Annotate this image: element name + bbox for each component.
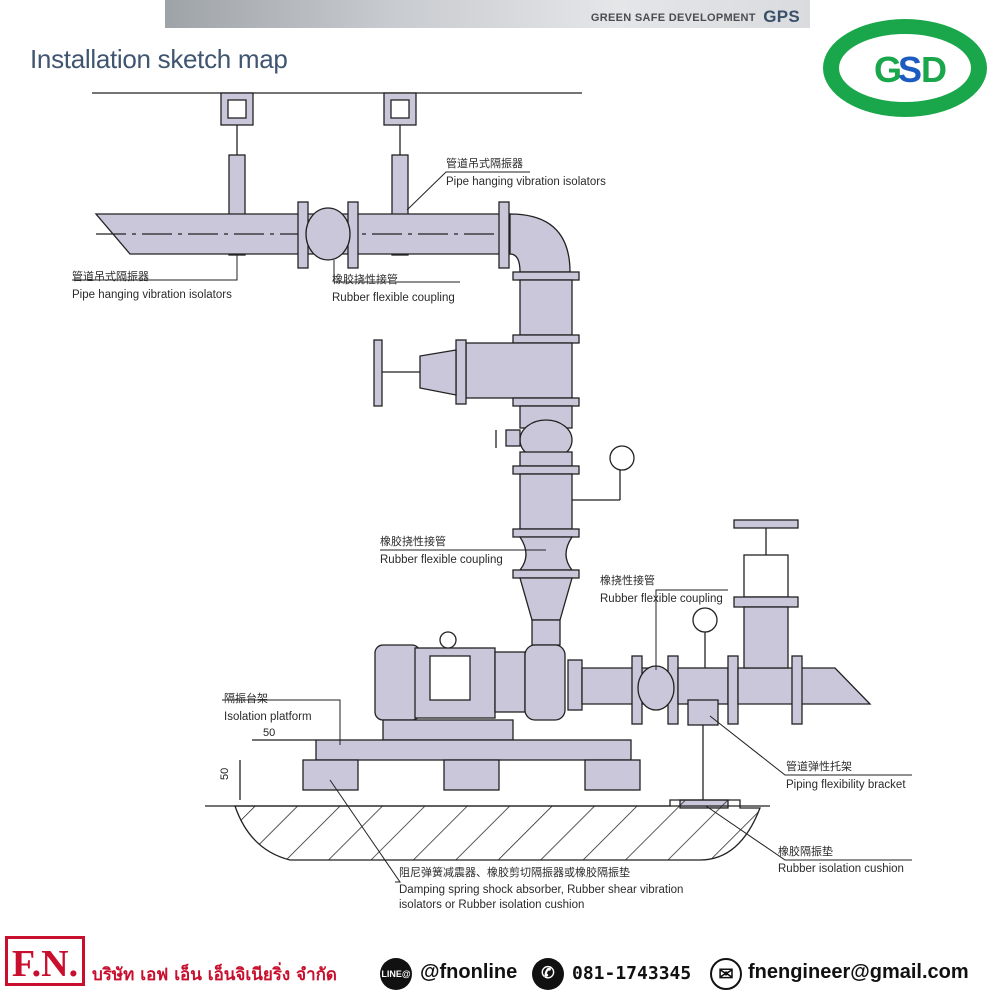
pressure-gauge-right [692, 607, 718, 633]
label-damper-en-2: isolators or Rubber isolation cushion [399, 899, 585, 911]
dim-vertical-label: 50 [219, 768, 231, 780]
label-coupling-mid-zh: 橡胶挠性接管 [380, 535, 446, 548]
gate-valve-body [465, 342, 573, 399]
email-icon: ✉ [710, 958, 742, 990]
email-address[interactable]: fnengineer@gmail.com [748, 961, 969, 983]
dim-horizontal-label: 50 [263, 727, 275, 739]
label-hanger-left-en: Pipe hanging vibration isolators [72, 289, 232, 301]
label-coupling-mid-en: Rubber flexible coupling [380, 554, 503, 566]
label-hanger-left-zh: 管道吊式隔振器 [72, 270, 149, 283]
logo-letter-s: S [898, 49, 922, 90]
label-damper-zh: 阻尼弹簧减震器、橡胶剪切隔振器或橡胶隔振垫 [399, 866, 630, 879]
phone-icon: ✆ [532, 958, 564, 990]
right-rubber-coupling [631, 655, 679, 725]
label-cushion-zh: 橡胶隔振垫 [778, 845, 833, 858]
elbow [509, 213, 571, 273]
label-coupling-right-en: Rubber flexible coupling [600, 593, 723, 605]
valve-handwheel [373, 339, 383, 407]
valve-handle [733, 519, 799, 529]
label-damper-en-1: Damping spring shock absorber, Rubber sh… [399, 884, 684, 896]
label-coupling-right-zh: 橡挠性接管 [600, 574, 655, 587]
logo-letter-g: G [874, 49, 902, 90]
pump-base [382, 719, 514, 741]
label-coupling-top-en: Rubber flexible coupling [332, 292, 455, 304]
ground-foundation [234, 799, 761, 861]
logo-letter-d: D [921, 49, 947, 90]
header-banner: GREEN SAFE DEVELOPMENT GPS [165, 0, 810, 28]
label-platform-zh: 隔振台架 [224, 692, 268, 705]
flange-elbow [498, 201, 510, 269]
pressure-gauge [609, 445, 635, 471]
banner-brand: GPS [763, 7, 800, 26]
page-title: Installation sketch map [30, 44, 288, 74]
fn-logo: F.N. [5, 936, 85, 986]
label-platform-en: Isolation platform [224, 711, 312, 723]
mid-rubber-coupling [518, 536, 574, 571]
spring-isolators [302, 759, 641, 791]
isolation-platform [315, 739, 632, 761]
label-bracket-en: Piping flexibility bracket [786, 779, 906, 791]
footer-contact-bar: F.N. บริษัท เอฟ เอ็น เอ็นจิเนียริ่ง จำกั… [0, 934, 1000, 1000]
label-cushion-en: Rubber isolation cushion [778, 863, 904, 875]
line-icon: LINE@ [380, 958, 412, 990]
flange [512, 271, 580, 281]
banner-tagline: GREEN SAFE DEVELOPMENT GPS [590, 7, 800, 26]
company-name: บริษัท เอฟ เอ็น เอ็นจิเนียริ่ง จำกัด [92, 965, 337, 985]
label-hanger-top-en: Pipe hanging vibration isolators [446, 176, 606, 188]
top-rubber-coupling [297, 201, 359, 269]
label-coupling-top-zh: 橡胶挠性接管 [332, 273, 398, 286]
line-id[interactable]: @fnonline [420, 961, 518, 983]
label-bracket-zh: 管道弹性托架 [786, 760, 852, 773]
label-hanger-top-zh: 管道吊式隔振器 [446, 157, 523, 170]
phone-number[interactable]: 081-1743345 [572, 963, 692, 984]
gsd-logo: G S D [823, 19, 987, 117]
pump-motor [374, 631, 566, 721]
piping-bracket [687, 699, 719, 726]
